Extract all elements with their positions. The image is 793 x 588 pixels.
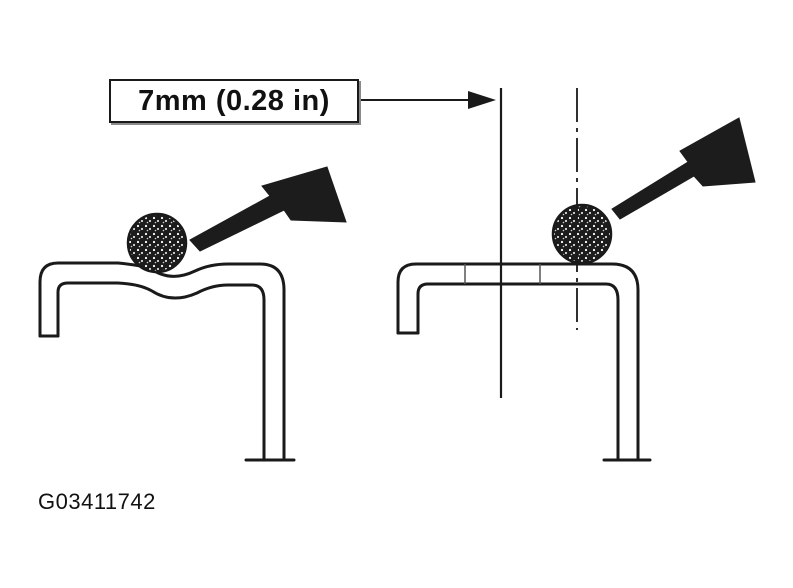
right-wire-section xyxy=(551,203,613,265)
left-wire-section xyxy=(126,212,188,274)
left-pointer-arrow xyxy=(189,166,347,252)
figure-id: G03411742 xyxy=(38,489,156,514)
clip-strip-divisions xyxy=(464,264,541,284)
dimension-callout-box: 7mm (0.28 in) xyxy=(109,79,359,123)
right-pointer-arrow xyxy=(611,117,756,220)
dimension-arrowhead xyxy=(468,91,496,109)
left-clip-deformed xyxy=(38,261,296,462)
dimension-label: 7mm (0.28 in) xyxy=(138,84,330,117)
right-clip-correct xyxy=(396,262,652,462)
